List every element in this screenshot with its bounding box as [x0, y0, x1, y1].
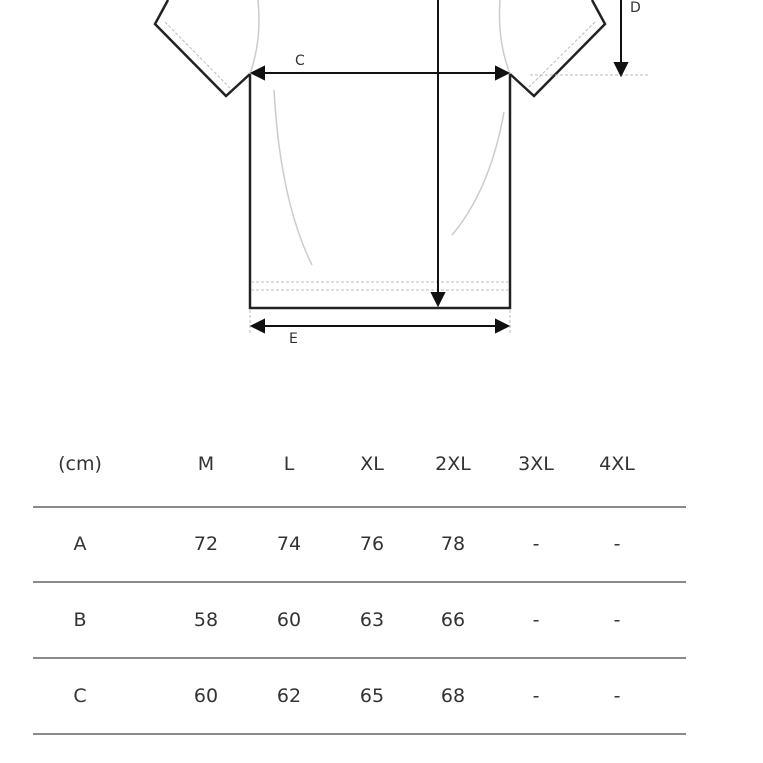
- shirt-body: [248, 74, 512, 310]
- label-e: E: [289, 331, 298, 347]
- header-cell: 4XL: [599, 453, 635, 475]
- row-cell: A: [73, 533, 87, 555]
- header-cell: 3XL: [518, 453, 554, 475]
- row-cell: 60: [276, 609, 302, 631]
- left-sleeve: [153, 0, 251, 98]
- row-cell: -: [613, 685, 621, 707]
- row-divider: [33, 581, 686, 583]
- header-cell: 2XL: [435, 453, 471, 475]
- label-c: C: [295, 53, 305, 69]
- row-cell: 72: [193, 533, 219, 555]
- row-cell: 65: [359, 685, 385, 707]
- row-cell: -: [532, 533, 540, 555]
- row-divider: [33, 733, 686, 735]
- row-cell: -: [532, 685, 540, 707]
- row-cell: 74: [276, 533, 302, 555]
- row-cell: C: [73, 685, 87, 707]
- row-cell: 58: [193, 609, 219, 631]
- header-cell: (cm): [58, 453, 102, 475]
- row-cell: 63: [359, 609, 385, 631]
- tshirt-diagram: C D E: [153, 0, 648, 347]
- header-cell: XL: [360, 453, 384, 475]
- label-d: D: [630, 0, 641, 16]
- row-divider: [33, 657, 686, 659]
- right-sleeve: [509, 0, 607, 98]
- row-cell: 66: [440, 609, 466, 631]
- row-cell: B: [73, 609, 87, 631]
- row-cell: 76: [359, 533, 385, 555]
- row-cell: -: [613, 609, 621, 631]
- row-cell: 68: [440, 685, 466, 707]
- row-cell: -: [532, 609, 540, 631]
- row-cell: 62: [276, 685, 302, 707]
- header-cell: M: [197, 453, 215, 475]
- row-cell: 78: [440, 533, 466, 555]
- row-cell: -: [613, 533, 621, 555]
- header-cell: L: [283, 453, 295, 475]
- row-divider: [33, 506, 686, 508]
- row-cell: 60: [193, 685, 219, 707]
